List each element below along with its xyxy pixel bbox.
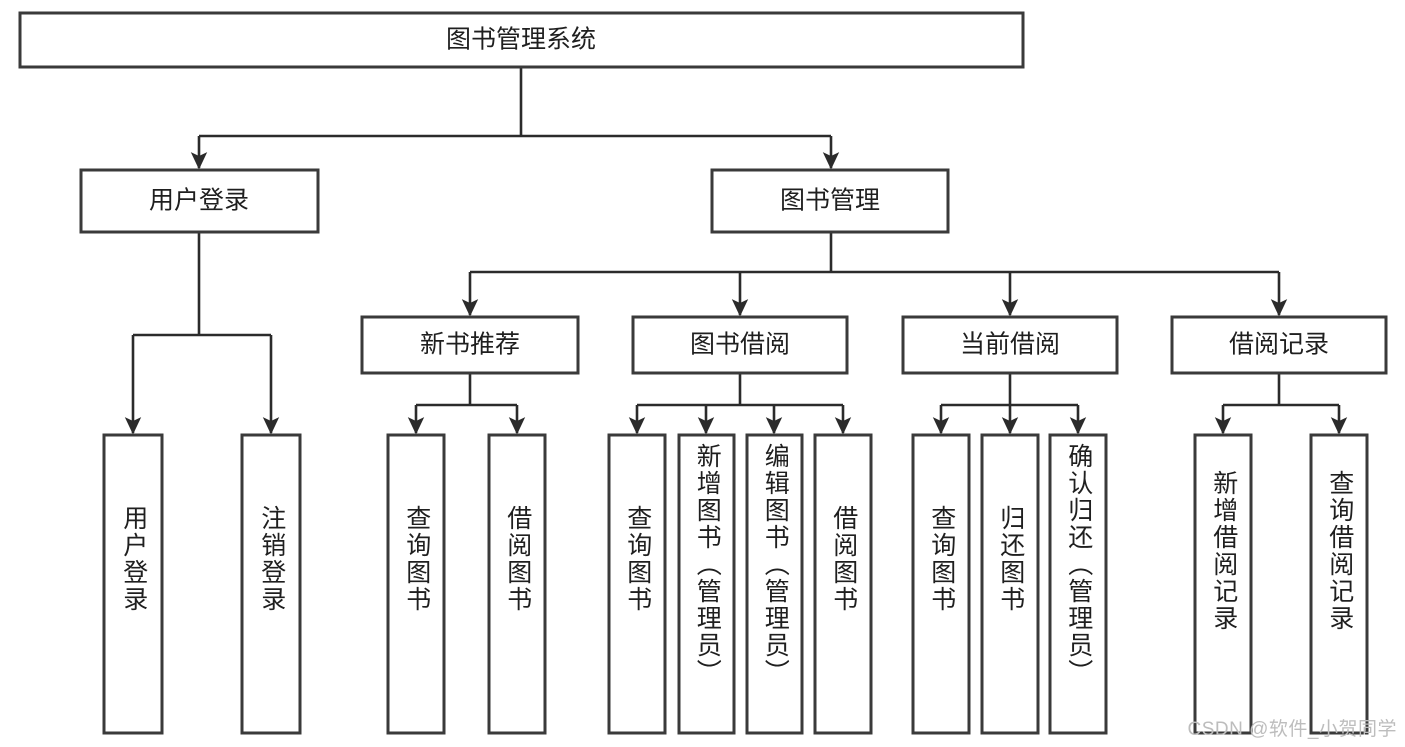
leaf-box-new-book-borrow[interactable] [487,433,547,735]
node-borrow-record-label: 借阅记录 [1229,331,1329,359]
leaf-box-borrow-add[interactable] [677,433,736,735]
edge-root-to-level2 [190,67,840,170]
node-user-login-label: 用户登录 [149,187,249,215]
node-current-borrow-label: 当前借阅 [960,331,1060,359]
leaf-box-user-login-login[interactable] [102,433,164,735]
node-new-book-recommend[interactable]: 新书推荐 [360,315,580,375]
leaf-box-current-query[interactable] [911,433,971,735]
node-borrow-record[interactable]: 借阅记录 [1170,315,1388,375]
csdn-watermark: CSDN @软件_小贺同学 [1187,719,1397,740]
leaf-box-current-return[interactable] [980,433,1040,735]
node-user-login[interactable]: 用户登录 [79,168,320,234]
leaf-box-borrow-lend[interactable] [813,433,873,735]
leaf-box-new-book-query[interactable] [386,433,446,735]
node-root[interactable]: 图书管理系统 [18,11,1025,69]
leaf-box-user-login-logout[interactable] [240,433,302,735]
edge-current-borrow-to-leaves [932,373,1087,435]
node-root-label: 图书管理系统 [446,26,596,54]
leaf-box-borrow-query[interactable] [607,433,667,735]
edge-new-book-to-leaves [407,373,526,435]
node-book-borrow-label: 图书借阅 [690,331,790,359]
edge-book-borrow-to-leaves [628,373,852,435]
leaf-box-borrow-edit[interactable] [745,433,804,735]
node-book-manage-label: 图书管理 [780,187,880,215]
leaf-box-record-query[interactable] [1309,433,1369,735]
leaf-box-record-add[interactable] [1193,433,1253,735]
edge-book-manage-to-level3 [461,232,1288,317]
node-current-borrow[interactable]: 当前借阅 [901,315,1119,375]
leaf-box-current-confirm[interactable] [1048,433,1108,735]
edge-user-login-to-leaves [124,232,280,435]
node-new-book-recommend-label: 新书推荐 [420,331,520,359]
node-book-borrow[interactable]: 图书借阅 [631,315,849,375]
node-book-manage[interactable]: 图书管理 [710,168,950,234]
edge-borrow-record-to-leaves [1214,373,1348,435]
